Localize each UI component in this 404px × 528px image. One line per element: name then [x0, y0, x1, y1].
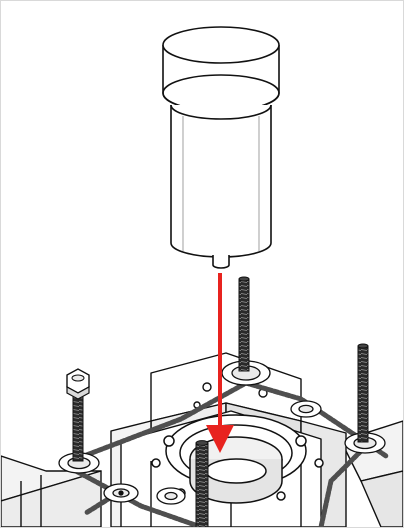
- down-arrow-icon: [206, 273, 234, 453]
- base-plate: [1, 420, 403, 527]
- sprocket-front: [103, 483, 139, 503]
- hex-nut: [66, 368, 90, 400]
- cylinder-tip: [212, 255, 230, 269]
- lead-screws: [66, 276, 369, 527]
- lead-screw-right: [357, 343, 369, 443]
- cylinder-module: [162, 26, 280, 269]
- lead-screw-center: [238, 276, 250, 372]
- lead-screw-front: [195, 440, 209, 527]
- lead-screw-left: [72, 392, 84, 462]
- idler-right: [290, 400, 322, 418]
- tensioner: [156, 487, 186, 505]
